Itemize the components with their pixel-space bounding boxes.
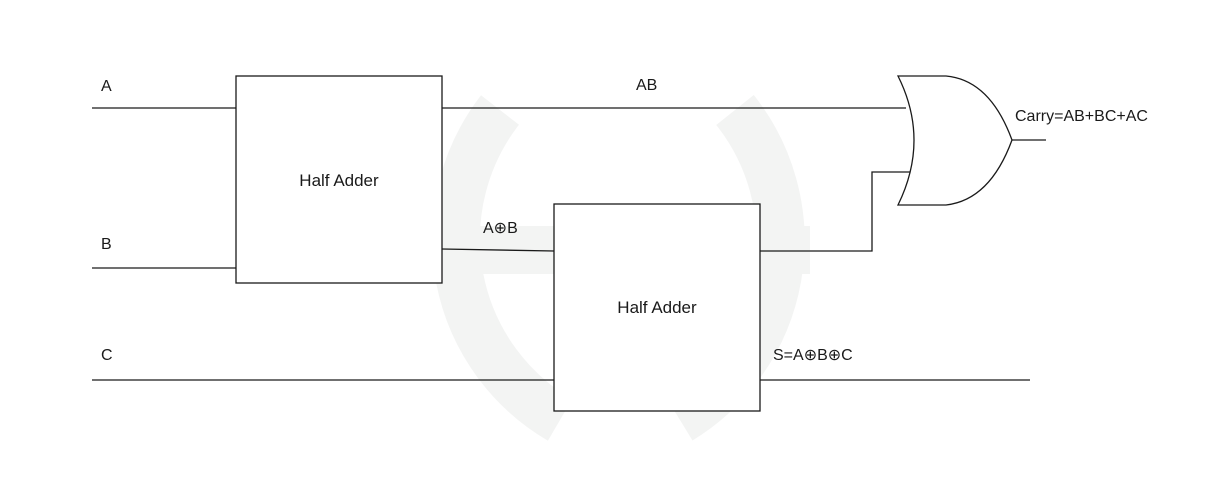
label-input-b: B: [101, 236, 112, 253]
label-input-c: C: [101, 347, 113, 364]
half-adder-1-block: [235, 75, 443, 284]
label-input-a: A: [101, 78, 112, 95]
or-gate: [896, 75, 1013, 206]
label-sum-output: S=A⊕B⊕C: [773, 347, 853, 364]
half-adder-1-label: Half Adder: [299, 171, 379, 190]
label-carry-output: Carry=AB+BC+AC: [1015, 108, 1148, 125]
half-adder-2-block: [553, 203, 761, 412]
label-ab-signal: AB: [636, 77, 657, 94]
wire-bc-carry: [760, 171, 910, 252]
wire-a-xor-b: [441, 248, 555, 252]
label-a-xor-b-signal: A⊕B: [483, 220, 518, 237]
half-adder-2-label: Half Adder: [617, 298, 697, 317]
